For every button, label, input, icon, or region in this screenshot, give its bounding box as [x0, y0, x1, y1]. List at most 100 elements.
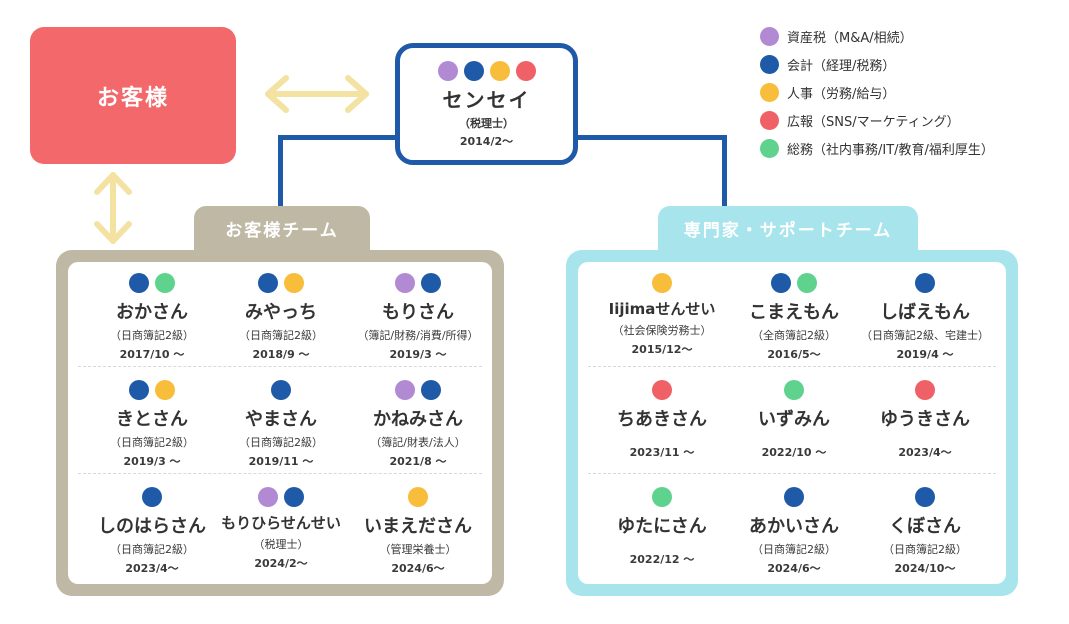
- somu-dot-icon: [652, 486, 672, 507]
- kaikei-dot-icon: [284, 486, 304, 507]
- member-dots: [211, 486, 351, 508]
- kaikei-dot-icon: [760, 54, 779, 74]
- shisan-dot-icon: [437, 60, 458, 81]
- member-dots: [82, 379, 222, 401]
- legend: 資産税（M&A/相続） 会計（経理/税務） 人事（労務/給与） 広報（SNS/マーケテ…: [760, 22, 994, 162]
- member-since: 2023/4〜: [125, 562, 179, 575]
- somu-dot-icon: [155, 272, 175, 293]
- member-qualification: （簿記/財表/法人）: [370, 436, 466, 449]
- jinji-dot-icon: [155, 379, 175, 400]
- somu-dot-icon: [797, 272, 817, 293]
- sensei-name: センセイ: [442, 87, 531, 112]
- member-qualification: （簿記/財務/消費/所得）: [357, 329, 479, 342]
- member-dots: [82, 272, 222, 294]
- kaikei-dot-icon: [142, 486, 162, 507]
- member-qualification: （社会保険労務士）: [612, 324, 712, 337]
- legend-item-jinji: 人事（労務/給与）: [760, 78, 994, 106]
- legend-label: 人事（労務/給与）: [787, 86, 896, 102]
- jinji-dot-icon: [489, 60, 510, 81]
- member-dots: [211, 272, 351, 294]
- member-name: もりひらせんせい: [221, 514, 341, 532]
- team-member: きとさん（日商簿記2級）2019/3 〜: [82, 379, 222, 469]
- jinji-dot-icon: [760, 82, 779, 102]
- member-since: 2024/2〜: [254, 557, 308, 570]
- kaikei-dot-icon: [915, 486, 935, 507]
- team-member: やまさん （日商簿記2級） 2019/11 〜: [211, 379, 351, 469]
- row-divider: [588, 473, 996, 474]
- member-name: いまえださん: [364, 516, 472, 537]
- row-divider: [78, 366, 482, 367]
- legend-label: 総務（社内事務/IT/教育/福利厚生）: [787, 142, 994, 158]
- jinji-dot-icon: [284, 272, 304, 293]
- member-qualification: （日商簿記2級）: [110, 436, 194, 449]
- member-since: 2022/10 〜: [761, 446, 827, 459]
- legend-label: 資産税（M&A/相続）: [787, 30, 913, 46]
- member-name: もりさん: [382, 302, 454, 323]
- row-divider: [588, 366, 996, 367]
- connector-line: [575, 135, 727, 140]
- member-qualification: （日商簿記2級）: [239, 436, 323, 449]
- somu-dot-icon: [784, 379, 804, 400]
- kaikei-dot-icon: [129, 379, 149, 400]
- customer-box: お客様: [30, 27, 236, 164]
- member-qualification: （日商簿記2級）: [239, 329, 323, 342]
- team-member: かねみさん（簿記/財表/法人）2021/8 〜: [348, 379, 488, 469]
- member-name: しのはらさん: [98, 516, 206, 537]
- team-member: いまえださん（管理栄養士）2024/6〜: [348, 486, 488, 576]
- koho-dot-icon: [760, 110, 779, 130]
- member-name: みやっち: [245, 302, 317, 323]
- expert-team-title: 専門家・サポートチーム: [658, 206, 918, 250]
- member-name: こまえもん: [749, 302, 839, 323]
- team-member: しのはらさん （日商簿記2級） 2023/4〜: [82, 486, 222, 576]
- jinji-dot-icon: [652, 272, 672, 293]
- member-since: 2019/3 〜: [123, 455, 181, 468]
- member-dots: [724, 486, 864, 508]
- legend-label: 広報（SNS/マーケティング）: [787, 114, 960, 130]
- somu-dot-icon: [760, 138, 779, 158]
- member-since: 2019/11 〜: [248, 455, 314, 468]
- member-name: あかいさん: [749, 516, 839, 537]
- kaikei-dot-icon: [129, 272, 149, 293]
- expert-team-inner: [578, 262, 1006, 584]
- member-qualification: （税理士）: [253, 538, 309, 551]
- member-since: 2016/5〜: [767, 348, 821, 361]
- client-team-title: お客様チーム: [194, 206, 370, 250]
- member-dots: [592, 272, 732, 294]
- member-name: おかさん: [116, 302, 188, 323]
- team-member: あかいさん（日商簿記2級）2024/6〜: [724, 486, 864, 576]
- member-name: やまさん: [245, 409, 317, 430]
- team-member: くぼさん（日商簿記2級）2024/10〜: [855, 486, 995, 576]
- connector-line: [278, 135, 398, 140]
- sensei-box: センセイ （税理士） 2014/2〜: [395, 43, 578, 165]
- legend-item-shisan: 資産税（M&A/相続）: [760, 22, 994, 50]
- team-member: こまえもん（全商簿記2級）2016/5〜: [724, 272, 864, 362]
- member-dots: [724, 379, 864, 401]
- legend-item-koho: 広報（SNS/マーケティング）: [760, 106, 994, 134]
- member-dots: [592, 486, 732, 508]
- legend-item-kaikei: 会計（経理/税務）: [760, 50, 994, 78]
- member-since: 2024/6〜: [767, 562, 821, 575]
- member-name: いずみん: [758, 409, 830, 430]
- client-team-panel: [56, 250, 504, 596]
- shisan-dot-icon: [395, 379, 415, 400]
- kaikei-dot-icon: [258, 272, 278, 293]
- team-member: もりさん（簿記/財務/消費/所得）2019/3 〜: [348, 272, 488, 362]
- kaikei-dot-icon: [271, 379, 291, 400]
- double-arrow-vertical-icon: [93, 170, 133, 246]
- jinji-dot-icon: [408, 486, 428, 507]
- kaikei-dot-icon: [771, 272, 791, 293]
- member-dots: [348, 379, 488, 401]
- member-name: ゆたにさん: [617, 516, 707, 537]
- shisan-dot-icon: [258, 486, 278, 507]
- sensei-qualification: （税理士）: [459, 116, 514, 130]
- expert-team-panel: [566, 250, 1018, 596]
- member-name: くぼさん: [889, 516, 961, 537]
- shisan-dot-icon: [760, 26, 779, 46]
- member-name: かねみさん: [373, 409, 463, 430]
- member-qualification: （日商簿記2級）: [110, 543, 194, 556]
- expert-team-title-text: 専門家・サポートチーム: [683, 220, 893, 241]
- member-dots: [348, 486, 488, 508]
